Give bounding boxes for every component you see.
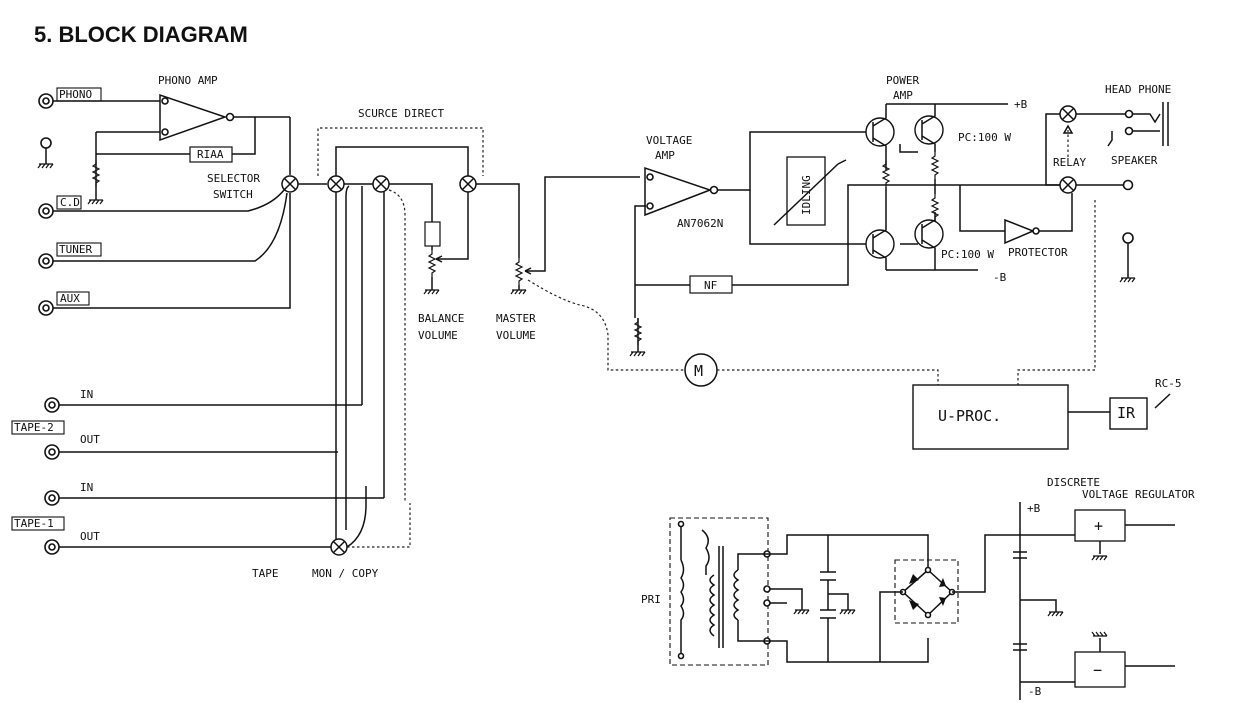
source-direct-label: SCURCE DIRECT [358,107,444,120]
uproc-label: U-PROC. [938,407,1001,425]
balance-label-1: BALANCE [418,312,464,325]
ir-receiver [1109,397,1148,430]
pc-top-label: PC:100 W [958,131,1011,144]
output-transistor-q1 [865,104,895,160]
ic-label: AN7062N [677,217,723,230]
aux-jack-icon [38,300,54,316]
voltage-amp-symbol [644,166,713,217]
tape2-in-jack-icon [44,397,60,413]
mon-copy-label: MON / COPY [312,567,379,580]
speaker-label: SPEAKER [1111,154,1158,167]
phono-input-label: PHONO [59,88,92,101]
phono-ground-terminal [37,137,54,169]
regulator-minus-label: − [1093,661,1102,679]
tape2-out-label: OUT [80,433,100,446]
plus-b-label: +B [1014,98,1028,111]
tape1-in-jack-icon [44,490,60,506]
speaker-relay [1059,176,1077,194]
ir-label: IR [1117,404,1136,422]
rc5-label: RC-5 [1155,377,1182,390]
protector-label: PROTECTOR [1008,246,1068,259]
phono-jack-icon [38,93,54,109]
ps-minus-b-label: -B [1028,685,1042,698]
discrete-label-2: VOLTAGE REGULATOR [1082,488,1195,501]
tuner-input-label: TUNER [59,243,92,256]
idling-label: IDLING [800,175,813,215]
transformer-icon [677,520,740,660]
tape2-in-label: IN [80,388,93,401]
phono-amp-symbol [159,93,228,142]
minus-b-label: -B [993,271,1007,284]
headphone-jack-icon [1107,102,1169,147]
headphone-label: HEAD PHONE [1105,83,1171,96]
headphone-relay [1059,105,1077,123]
monitor-switch-b [372,175,390,193]
pri-label: PRI [641,593,661,606]
cd-input-label: C.D [60,196,80,209]
tape1-out-jack-icon [44,539,60,555]
tape1-in-label: IN [80,481,93,494]
master-label-2: VOLUME [496,329,536,342]
phono-amp-label: PHONO AMP [158,74,218,87]
cd-jack-icon [38,203,54,219]
power-amp-label-1: POWER [886,74,919,87]
selector-label-1: SELECTOR [207,172,260,185]
tape2-label: TAPE-2 [14,421,54,434]
discrete-label-1: DISCRETE [1047,476,1100,489]
tape1-label: TAPE-1 [14,517,54,530]
voltage-amp-label-2: AMP [655,149,675,162]
regulator-plus-label: + [1094,517,1103,535]
speaker-terminal [1122,179,1134,191]
motor-label: M [694,362,703,380]
tape-label: TAPE [252,567,279,580]
uproc-block [912,384,1069,450]
output-transistor-q4 [914,212,944,262]
nf-label: NF [704,279,717,292]
negative-regulator [1074,651,1126,688]
monitor-switch-a [327,175,345,193]
selector-label-2: SWITCH [213,188,253,201]
tape1-out-label: OUT [80,530,100,543]
output-transistor-q2 [914,104,944,152]
idling-block [786,156,826,226]
power-amp-label-2: AMP [893,89,913,102]
output-transistor-q3 [865,212,895,270]
tape2-out-jack-icon [44,444,60,460]
voltage-amp-label-1: VOLTAGE [646,134,692,147]
master-label-1: MASTER [496,312,536,325]
protector-symbol [1004,218,1035,245]
tape-mon-copy-switch [330,538,348,556]
balance-label-2: VOLUME [418,329,458,342]
selector-switch [281,175,299,193]
pc-bottom-label: PC:100 W [941,248,994,261]
source-direct-switch [459,175,477,193]
bridge-rectifier-icon [899,566,956,619]
tuner-jack-icon [38,253,54,269]
relay-label: RELAY [1053,156,1086,169]
balance-resistor [424,221,441,247]
aux-input-label: AUX [60,292,80,305]
diagram-title: 5. BLOCK DIAGRAM [34,22,248,47]
riaa-label: RIAA [197,148,224,161]
speaker-ground-terminal [1119,232,1136,283]
ps-plus-b-label: +B [1027,502,1041,515]
